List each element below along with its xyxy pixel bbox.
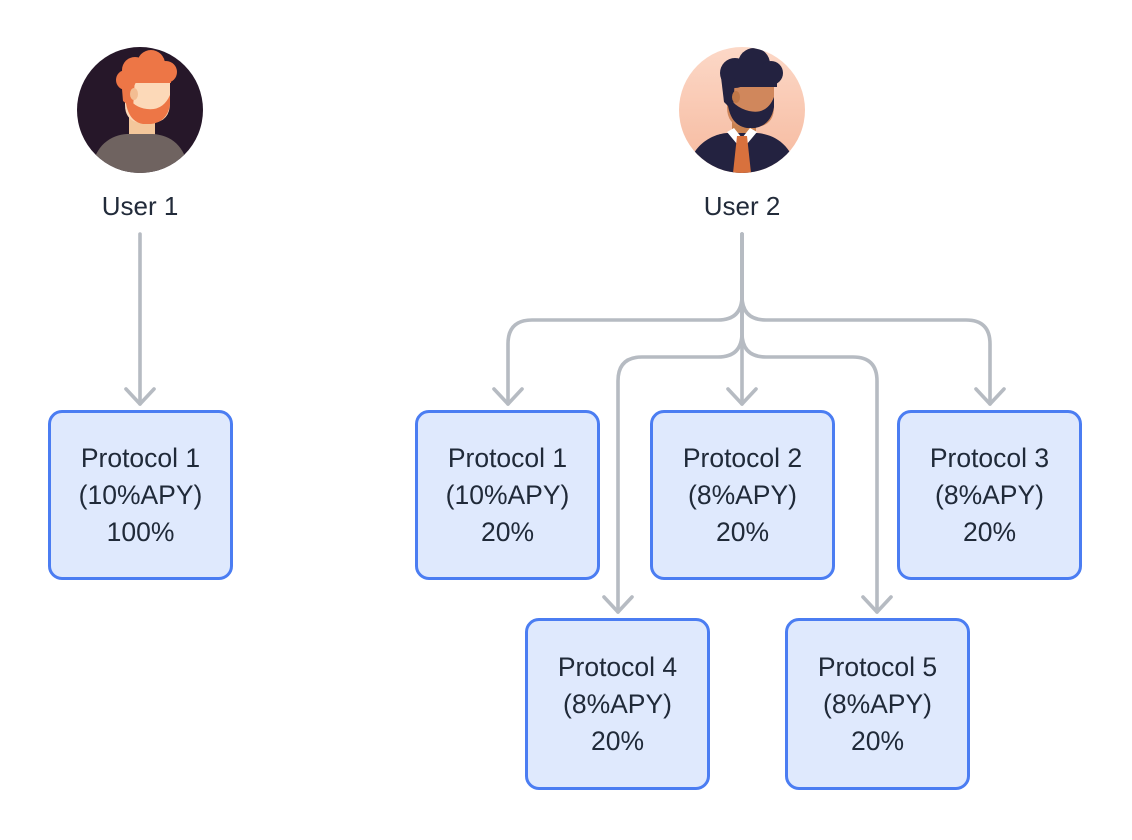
protocol-apy: (8%APY) — [688, 479, 797, 510]
connector-user2-protocol3 — [740, 232, 1006, 406]
user-1-avatar-icon — [77, 47, 203, 173]
protocol-apy: (8%APY) — [823, 688, 932, 719]
protocol-allocation: 20% — [962, 516, 1017, 547]
arrow-down-icon — [861, 595, 893, 614]
user-1-label: User 1 — [101, 191, 179, 221]
arrow-down-icon — [726, 387, 758, 406]
protocol-allocation: 100% — [106, 516, 175, 547]
protocol-node-user2-p5: Protocol 5 (8%APY) 20% — [785, 618, 970, 790]
connector-user2-protocol5 — [740, 232, 893, 614]
arrow-down-icon — [124, 387, 156, 406]
protocol-apy: (10%APY) — [445, 479, 570, 510]
user-2-avatar-icon — [679, 47, 805, 173]
protocol-node-user2-p1: Protocol 1 (10%APY) 20% — [415, 410, 600, 580]
connector-user2-protocol4 — [602, 232, 744, 614]
protocol-allocation: 20% — [590, 725, 645, 756]
protocol-title: Protocol 3 — [929, 442, 1050, 473]
protocol-title: Protocol 4 — [557, 651, 678, 682]
protocol-apy: (8%APY) — [935, 479, 1044, 510]
arrow-down-icon — [974, 387, 1006, 406]
user-2-label: User 2 — [703, 191, 781, 221]
protocol-title: Protocol 1 — [447, 442, 568, 473]
protocol-allocation: 20% — [715, 516, 770, 547]
protocol-node-user1-p1: Protocol 1 (10%APY) 100% — [48, 410, 233, 580]
protocol-allocation: 20% — [850, 725, 905, 756]
protocol-apy: (10%APY) — [78, 479, 203, 510]
protocol-node-user2-p4: Protocol 4 (8%APY) 20% — [525, 618, 710, 790]
protocol-node-user2-p2: Protocol 2 (8%APY) 20% — [650, 410, 835, 580]
arrow-down-icon — [602, 595, 634, 614]
protocol-allocation: 20% — [480, 516, 535, 547]
protocol-title: Protocol 1 — [80, 442, 201, 473]
protocol-node-user2-p3: Protocol 3 (8%APY) 20% — [897, 410, 1082, 580]
arrow-down-icon — [492, 387, 524, 406]
protocol-title: Protocol 5 — [817, 651, 938, 682]
connector-user1-protocol1 — [124, 232, 156, 406]
protocol-title: Protocol 2 — [682, 442, 803, 473]
protocol-apy: (8%APY) — [563, 688, 672, 719]
